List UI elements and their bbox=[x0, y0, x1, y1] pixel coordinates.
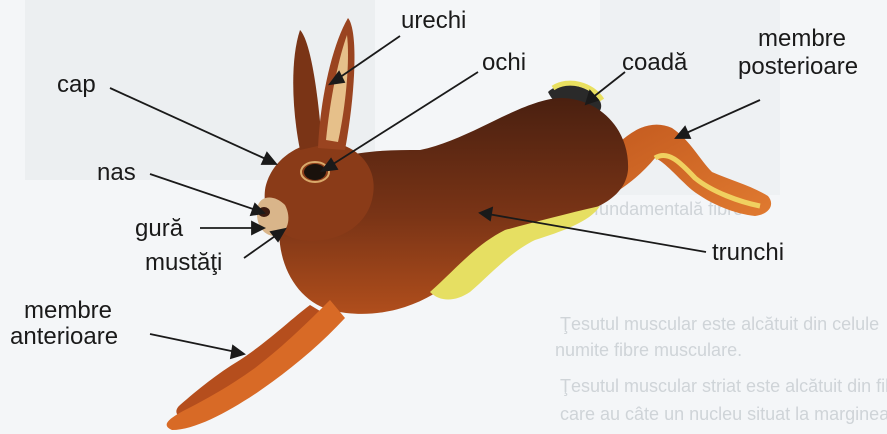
label-ochi: ochi bbox=[482, 50, 526, 76]
label-urechi: urechi bbox=[401, 8, 466, 34]
label-membre-anterioare-line1: membre bbox=[24, 298, 112, 324]
label-coada: coadă bbox=[622, 50, 687, 76]
bg-text-line-4: Ţesutul muscular striat este alcătuit di… bbox=[560, 376, 887, 396]
arrowhead-membre-anterioare bbox=[231, 346, 244, 358]
leader-membre-anterioare bbox=[150, 334, 236, 352]
label-gura: gură bbox=[135, 216, 183, 242]
background-text: ubstanţă fundamentală fibre Ţesutul musc… bbox=[520, 199, 887, 424]
label-mustati: mustăţi bbox=[145, 250, 222, 276]
bg-text-line-5: care au câte un nucleu situat la margine… bbox=[560, 404, 887, 424]
label-membre-posterioare-line2: posterioare bbox=[738, 54, 858, 80]
label-membre-anterioare-line2: anterioare bbox=[10, 324, 118, 350]
bg-text-line-2: Ţesutul muscular este alcătuit din celul… bbox=[560, 314, 879, 334]
label-nas: nas bbox=[97, 160, 136, 186]
hare-eye bbox=[304, 164, 326, 180]
bg-text-line-3: numite fibre musculare. bbox=[555, 340, 742, 360]
label-membre-posterioare-line1: membre bbox=[758, 26, 846, 52]
label-trunchi: trunchi bbox=[712, 240, 784, 266]
leader-mustati bbox=[244, 234, 278, 258]
label-cap: cap bbox=[57, 72, 96, 98]
